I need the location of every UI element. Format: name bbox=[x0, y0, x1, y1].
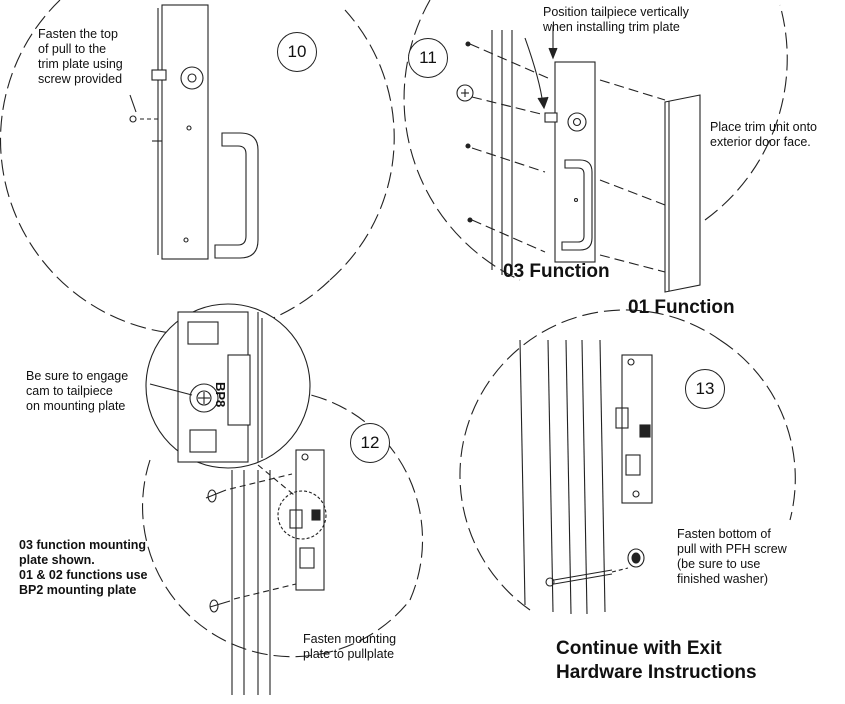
step12-cam-note: Be sure to engage cam to tailpiece on mo… bbox=[26, 369, 129, 413]
label-01-function: 01 Function bbox=[628, 297, 735, 318]
step11-arrows bbox=[524, 25, 558, 110]
step10-screw bbox=[129, 94, 162, 142]
step12-plate-note: 03 function mounting plate shown. 01 & 0… bbox=[19, 538, 148, 597]
step13-pfh-screw bbox=[545, 548, 645, 587]
step12-detail-circle bbox=[142, 389, 424, 658]
step-13-badge: 13 bbox=[685, 369, 725, 409]
step13-door-edge bbox=[519, 339, 606, 615]
label-03-function: 03 Function bbox=[503, 261, 610, 282]
step11-holes bbox=[456, 41, 474, 223]
step-12-badge: 12 bbox=[350, 423, 390, 463]
step10-pull-handle bbox=[214, 132, 259, 259]
continue-instructions: Continue with Exit Hardware Instructions bbox=[556, 638, 757, 683]
step11-door-edge bbox=[491, 30, 513, 275]
step11-exterior-trim bbox=[664, 94, 701, 293]
step12-leader-lines bbox=[149, 383, 301, 501]
step-11-badge: 11 bbox=[408, 38, 448, 78]
step11-tailpiece-note: Position tailpiece vertically when insta… bbox=[543, 5, 689, 34]
step12-fasten-note: Fasten mounting plate to pullplate bbox=[303, 632, 397, 661]
step11-trim-note: Place trim unit onto exterior door face. bbox=[710, 120, 817, 149]
step13-pfh-note: Fasten bottom of pull with PFH screw (be… bbox=[677, 527, 787, 586]
step10-note: Fasten the top of pull to the trim plate… bbox=[38, 27, 123, 86]
step10-trim-plate bbox=[151, 4, 209, 260]
step12-door-edge bbox=[231, 470, 271, 695]
step12-magnifier bbox=[145, 303, 311, 469]
step13-detail-circle bbox=[459, 309, 796, 611]
step11-detail-circle bbox=[403, 0, 788, 281]
step12-mounting-plate bbox=[277, 449, 327, 591]
step11-trim-plate bbox=[544, 61, 596, 263]
step13-mounting-plate bbox=[615, 354, 653, 504]
plate-marking: BP8 bbox=[213, 382, 228, 408]
step12-screws bbox=[205, 473, 297, 613]
step11-alignment-lines bbox=[469, 43, 666, 273]
step-10-badge: 10 bbox=[277, 32, 317, 72]
